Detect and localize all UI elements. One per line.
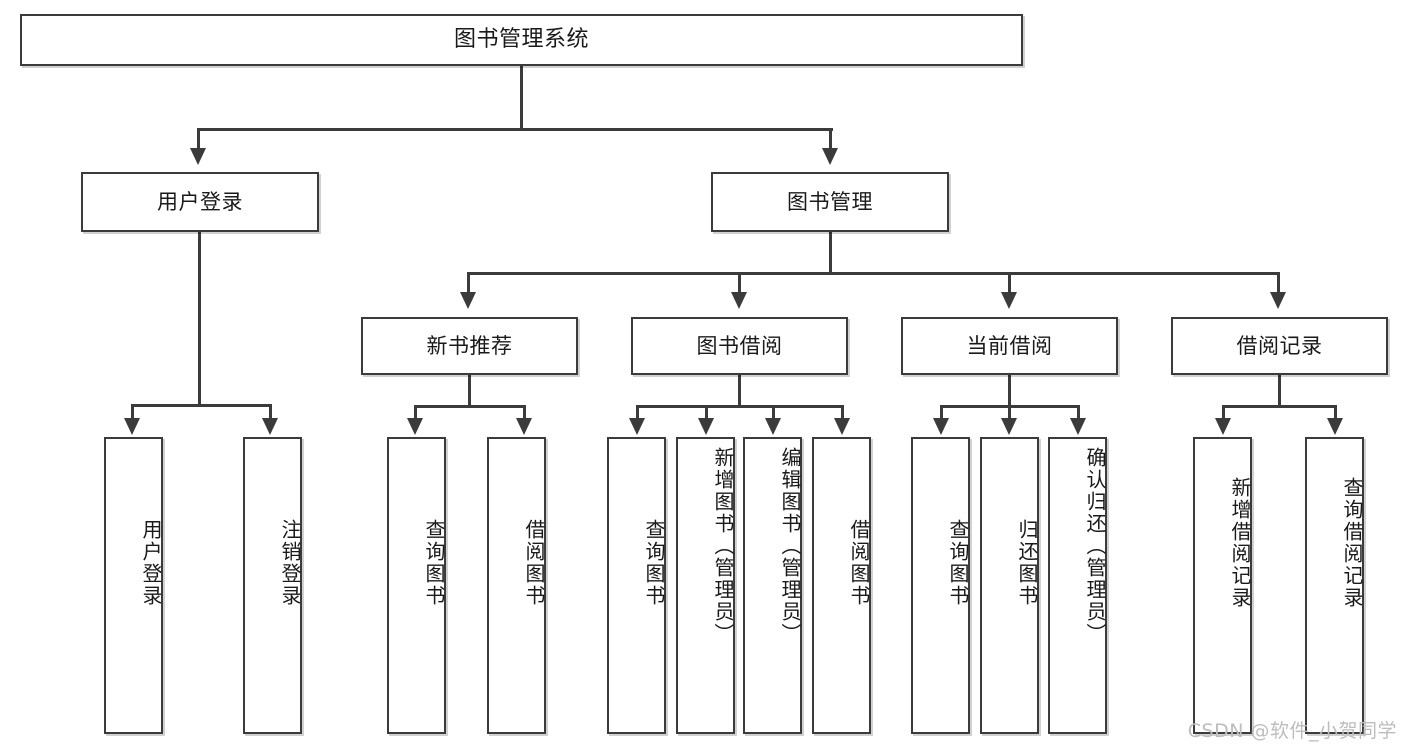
arrowhead-book-borrow-leaf4 bbox=[834, 418, 850, 435]
node-current-borrow[interactable]: 当前借阅 bbox=[901, 317, 1118, 375]
connector-user-login-bus bbox=[131, 404, 271, 407]
connector-book-borrow-leaf2 bbox=[705, 405, 708, 420]
arrowhead-new-book-leaf2 bbox=[516, 418, 532, 435]
connector-root-to-book-mgmt bbox=[829, 128, 832, 150]
arrowhead-user-login-leaf1 bbox=[124, 418, 140, 435]
node-book-management[interactable]: 图书管理 bbox=[711, 172, 949, 232]
node-label: 确认归还（管理员） bbox=[1083, 447, 1107, 645]
arrowhead-book-mgmt-to-record bbox=[1270, 292, 1286, 309]
connector-current-borrow-leaf3 bbox=[1077, 405, 1080, 420]
connector-current-borrow-down bbox=[1008, 375, 1011, 407]
leaf-borrow-record-query[interactable]: 查询借阅记录 bbox=[1305, 437, 1364, 734]
node-label: 用户登录 bbox=[157, 189, 243, 214]
watermark: CSDN @软件_小贺同学 bbox=[1187, 720, 1397, 742]
connector-current-borrow-leaf1 bbox=[940, 405, 943, 420]
leaf-new-book-borrow[interactable]: 借阅图书 bbox=[487, 437, 546, 734]
node-label: 查询图书 bbox=[642, 519, 666, 607]
leaf-user-login-login[interactable]: 用户登录 bbox=[104, 437, 163, 734]
connector-book-mgmt-to-new-book bbox=[467, 272, 470, 294]
connector-borrow-record-leaf2 bbox=[1334, 405, 1337, 420]
connector-book-borrow-bus bbox=[636, 405, 844, 408]
connector-new-book-down bbox=[468, 375, 471, 407]
connector-current-borrow-leaf2 bbox=[1008, 405, 1011, 420]
node-label: 查询借阅记录 bbox=[1340, 477, 1364, 609]
connector-book-mgmt-bus bbox=[467, 272, 1280, 275]
arrowhead-current-borrow-leaf2 bbox=[1001, 418, 1017, 435]
leaf-current-borrow-query[interactable]: 查询图书 bbox=[911, 437, 970, 734]
leaf-current-borrow-confirm[interactable]: 确认归还（管理员） bbox=[1048, 437, 1107, 734]
node-label: 编辑图书（管理员） bbox=[778, 447, 802, 645]
node-new-book-recommend[interactable]: 新书推荐 bbox=[361, 317, 578, 375]
leaf-book-borrow-add[interactable]: 新增图书（管理员） bbox=[676, 437, 735, 734]
arrowhead-borrow-record-leaf1 bbox=[1215, 418, 1231, 435]
arrowhead-borrow-record-leaf2 bbox=[1327, 418, 1343, 435]
node-label: 归还图书 bbox=[1015, 519, 1039, 607]
node-book-borrow[interactable]: 图书借阅 bbox=[631, 317, 848, 375]
arrowhead-new-book-leaf1 bbox=[407, 418, 423, 435]
connector-book-mgmt-to-record bbox=[1277, 272, 1280, 294]
node-label: 当前借阅 bbox=[966, 333, 1053, 358]
connector-borrow-record-down bbox=[1278, 375, 1281, 407]
node-label: 查询图书 bbox=[422, 519, 446, 607]
leaf-book-borrow-borrow[interactable]: 借阅图书 bbox=[812, 437, 871, 734]
connector-root-bus bbox=[197, 128, 833, 131]
arrowhead-root-to-user-login bbox=[190, 148, 206, 165]
connector-book-mgmt-to-current bbox=[1008, 272, 1011, 294]
leaf-borrow-record-add[interactable]: 新增借阅记录 bbox=[1193, 437, 1252, 734]
arrowhead-book-mgmt-to-new-book bbox=[460, 292, 476, 309]
connector-book-mgmt-down bbox=[829, 232, 832, 274]
connector-user-login-leaf2 bbox=[269, 404, 272, 420]
node-label: 新书推荐 bbox=[426, 333, 513, 358]
arrowhead-root-to-book-mgmt bbox=[822, 148, 838, 165]
node-label: 图书管理系统 bbox=[453, 27, 589, 53]
connector-book-borrow-leaf1 bbox=[636, 405, 639, 420]
connector-book-mgmt-to-borrow bbox=[738, 272, 741, 294]
arrowhead-current-borrow-leaf3 bbox=[1070, 418, 1086, 435]
node-label: 用户登录 bbox=[139, 519, 163, 607]
leaf-book-borrow-edit[interactable]: 编辑图书（管理员） bbox=[743, 437, 802, 734]
connector-book-borrow-down bbox=[738, 375, 741, 407]
arrowhead-book-borrow-leaf3 bbox=[765, 418, 781, 435]
node-label: 查询图书 bbox=[946, 519, 970, 607]
connector-user-login-down bbox=[198, 232, 201, 406]
node-label: 借阅图书 bbox=[522, 519, 546, 607]
connector-new-book-leaf2 bbox=[523, 405, 526, 420]
node-label: 新增图书（管理员） bbox=[711, 447, 735, 645]
node-label: 图书借阅 bbox=[696, 333, 783, 358]
connector-borrow-record-bus bbox=[1222, 405, 1337, 408]
leaf-user-login-logout[interactable]: 注销登录 bbox=[243, 437, 302, 734]
arrowhead-user-login-leaf2 bbox=[262, 418, 278, 435]
arrowhead-book-borrow-leaf1 bbox=[629, 418, 645, 435]
leaf-current-borrow-return[interactable]: 归还图书 bbox=[980, 437, 1039, 734]
node-label: 借阅图书 bbox=[847, 519, 871, 607]
node-root-system[interactable]: 图书管理系统 bbox=[20, 14, 1023, 66]
connector-borrow-record-leaf1 bbox=[1222, 405, 1225, 420]
arrowhead-book-mgmt-to-borrow bbox=[731, 292, 747, 309]
connector-user-login-leaf1 bbox=[131, 404, 134, 420]
node-label: 借阅记录 bbox=[1236, 333, 1323, 358]
arrowhead-book-borrow-leaf2 bbox=[698, 418, 714, 435]
node-label: 图书管理 bbox=[787, 189, 873, 214]
node-label: 新增借阅记录 bbox=[1228, 477, 1252, 609]
connector-new-book-leaf1 bbox=[414, 405, 417, 420]
arrowhead-current-borrow-leaf1 bbox=[933, 418, 949, 435]
arrowhead-book-mgmt-to-current bbox=[1001, 292, 1017, 309]
leaf-new-book-query[interactable]: 查询图书 bbox=[387, 437, 446, 734]
node-borrow-record[interactable]: 借阅记录 bbox=[1171, 317, 1388, 375]
connector-root-down bbox=[520, 66, 523, 130]
leaf-book-borrow-query[interactable]: 查询图书 bbox=[607, 437, 666, 734]
connector-book-borrow-leaf4 bbox=[841, 405, 844, 420]
connector-book-borrow-leaf3 bbox=[772, 405, 775, 420]
connector-new-book-bus bbox=[414, 405, 526, 408]
node-label: 注销登录 bbox=[278, 519, 302, 607]
connector-root-to-user-login bbox=[197, 128, 200, 150]
node-user-login[interactable]: 用户登录 bbox=[81, 172, 319, 232]
